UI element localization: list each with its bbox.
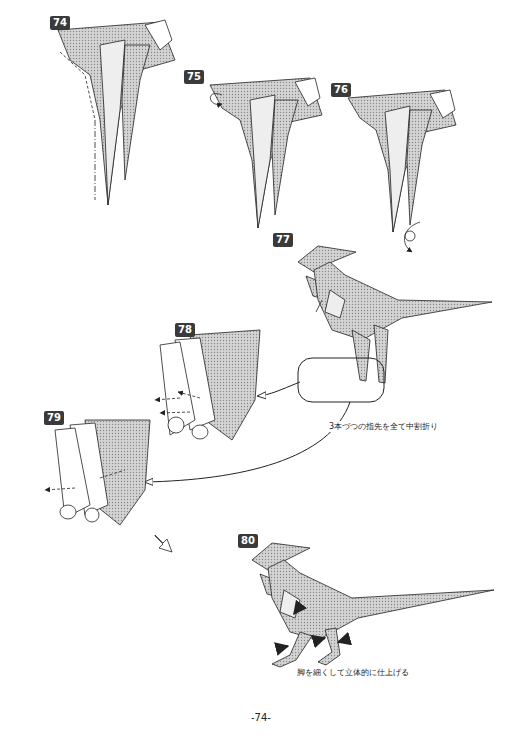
step-number: 79 <box>44 411 64 425</box>
instruction-note: 脚を細くして立体的に仕上げる <box>296 667 410 678</box>
step-number: 74 <box>50 16 70 30</box>
step-number: 77 <box>273 233 293 247</box>
instruction-note: 3本づつの指先を全て中割折り <box>328 421 439 432</box>
step-number-text: 74 <box>53 17 67 29</box>
step-number-text: 76 <box>334 84 348 96</box>
step-number-text: 77 <box>276 234 290 246</box>
page-number: -74- <box>250 712 272 723</box>
step-number-text: 75 <box>187 71 201 83</box>
step-number: 76 <box>331 83 351 97</box>
step-number-text: 78 <box>178 324 192 336</box>
step-number: 75 <box>184 70 204 84</box>
step-number: 80 <box>238 534 258 548</box>
step-number-text: 79 <box>47 412 61 424</box>
step-number-text: 80 <box>241 535 255 547</box>
step-number: 78 <box>175 323 195 337</box>
